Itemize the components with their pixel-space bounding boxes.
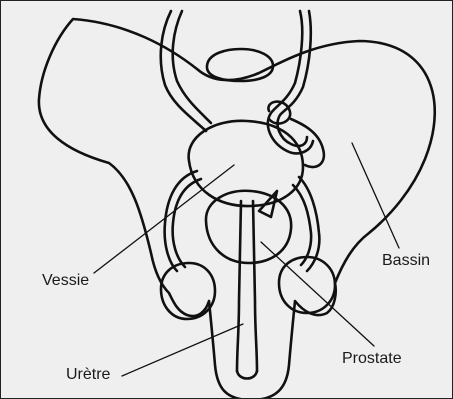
- leader-line-bassin: [352, 143, 399, 248]
- leader-line-vessie: [94, 165, 234, 273]
- bladder-shape: [189, 121, 303, 206]
- label-prostate: Prostate: [342, 351, 402, 367]
- urethra-tip: [237, 371, 257, 379]
- label-bassin: Bassin: [382, 253, 430, 269]
- label-uretre: Urètre: [66, 367, 110, 383]
- vas-left-inner: [173, 179, 201, 267]
- vas-left-outer: [165, 171, 197, 271]
- urethra-right: [253, 201, 257, 371]
- label-vessie: Vessie: [42, 273, 89, 289]
- urethra-left: [237, 201, 241, 371]
- ureter-right-outer: [268, 11, 313, 153]
- sacrum-oval: [207, 49, 273, 81]
- vas-right-inner: [293, 185, 311, 265]
- testis-left: [161, 263, 215, 319]
- leader-line-uretre: [122, 324, 243, 376]
